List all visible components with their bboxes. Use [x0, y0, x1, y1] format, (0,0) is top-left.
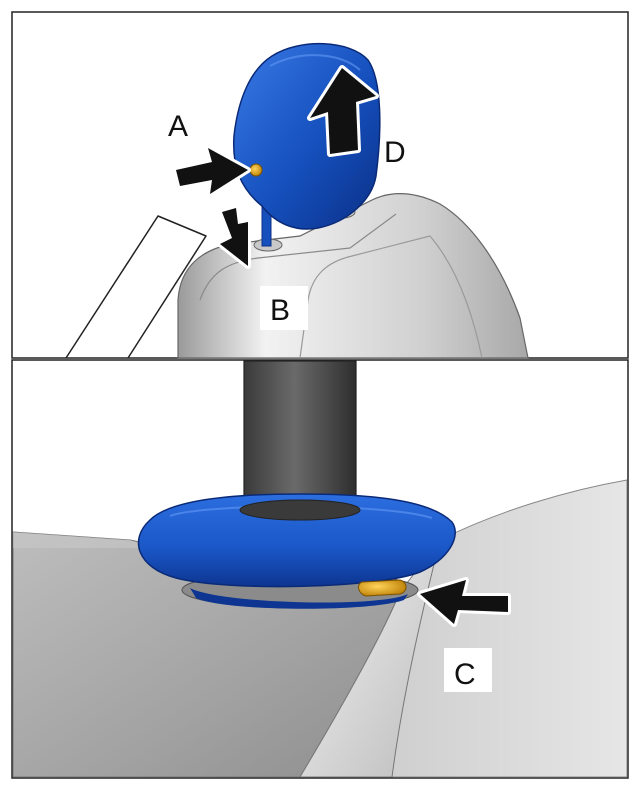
release-button-a [249, 163, 263, 177]
detail-view-panel: C [11, 359, 629, 779]
top-view-panel: A B D [11, 11, 629, 359]
guide-sleeve-ring [137, 493, 456, 588]
label-b: B [270, 294, 290, 327]
label-d: D [384, 136, 406, 169]
label-c: C [454, 658, 476, 691]
headrest-post [243, 360, 357, 514]
push-arrow-c-icon [417, 577, 511, 627]
label-a: A [168, 110, 188, 143]
release-tab-c [358, 579, 407, 597]
lift-up-arrow-d-icon [307, 65, 379, 157]
zoom-callout-lines [65, 215, 207, 359]
press-down-arrow-b-icon [217, 205, 251, 269]
push-arrow-a-icon [173, 145, 251, 197]
seat-ridge [299, 539, 441, 778]
